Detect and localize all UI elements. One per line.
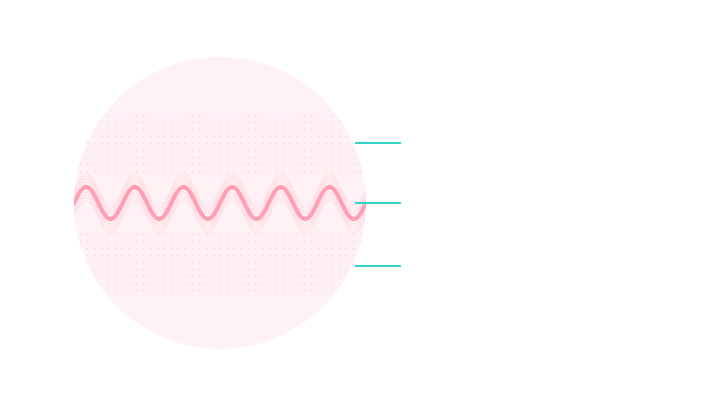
leader-lines — [355, 142, 401, 267]
upper-dotted-band — [74, 115, 366, 175]
lower-dotted-band — [74, 232, 366, 292]
wave-halo-line — [74, 191, 366, 225]
wave-halo-line — [74, 181, 366, 215]
wave-halo-line — [74, 200, 366, 234]
wave-halo-line — [74, 178, 366, 212]
circle-contents — [74, 115, 366, 292]
main-wave-line — [74, 184, 366, 222]
wave-halo-line — [74, 175, 366, 209]
wave-halo-line — [74, 172, 366, 206]
wave-halo-line — [74, 197, 366, 231]
wave-halo-line — [74, 194, 366, 228]
